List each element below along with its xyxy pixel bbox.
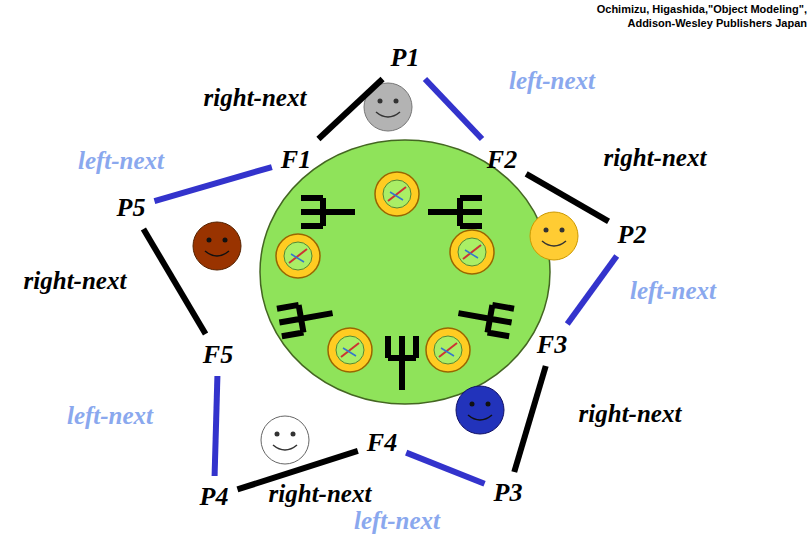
entity-label: P4 [197,482,232,512]
relation-line [425,79,482,139]
face [456,386,504,434]
relation-line [154,167,271,201]
node-text: P4 [200,482,229,511]
relation-line [526,174,608,222]
entity-label: F5 [200,340,236,370]
table [260,140,550,404]
node-text: P3 [494,478,523,507]
edge-label: right-next [579,401,682,426]
node-text: P2 [618,220,647,249]
edge-label: left-next [78,148,164,173]
relation-line [215,376,218,476]
face [530,212,578,260]
edge-label: right-next [204,85,307,110]
edge-label: left-next [67,403,153,428]
edge-label: left-next [354,508,440,533]
entity-label: P5 [114,193,149,223]
entity-label: F2 [484,145,520,175]
edge-label: right-next [604,145,707,170]
entity-label: F4 [364,428,400,458]
entity-label: P3 [491,478,526,508]
relation-line [567,256,616,324]
edge-label: right-next [24,268,127,293]
entity-label: F3 [534,330,570,360]
entity-label: P1 [388,43,423,73]
face [261,416,309,464]
face [193,222,241,270]
relation-line [514,366,546,472]
node-text: F3 [537,330,567,359]
relation-line [143,229,205,334]
edge-label: left-next [509,68,595,93]
credit-note: Ochimizu, Higashida,"Object Modeling", [597,3,807,15]
edge-label: right-next [269,481,372,506]
node-text: F5 [203,340,233,369]
node-text: F4 [367,428,397,457]
relation-line [318,79,382,139]
credit-note: Addison-Wesley Publishers Japan [627,17,807,29]
node-text: P1 [391,43,420,72]
entity-label: P2 [615,220,650,250]
edge-label: left-next [630,278,716,303]
node-text: F2 [487,145,517,174]
node-text: F1 [281,145,311,174]
relation-line [406,453,484,484]
entity-label: F1 [278,145,314,175]
node-text: P5 [117,193,146,222]
